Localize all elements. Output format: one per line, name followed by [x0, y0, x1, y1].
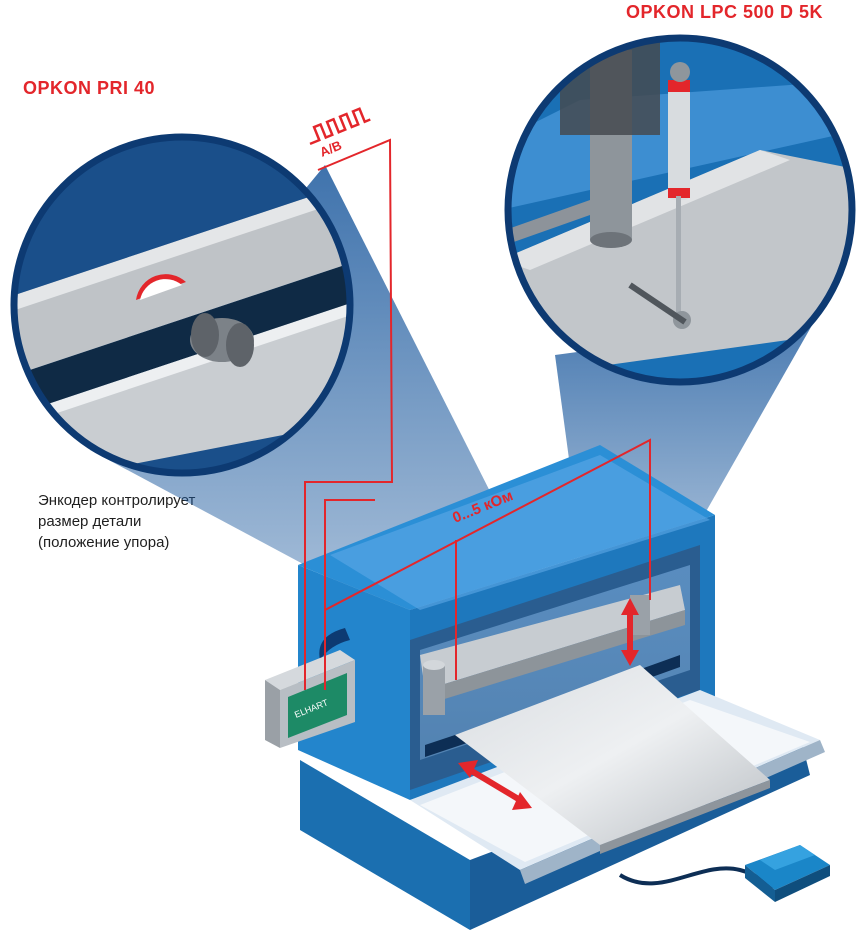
press-machine: ELHART: [265, 445, 830, 930]
encoder-zoom-circle: [10, 133, 354, 477]
caption-line-3: (положение упора): [38, 534, 170, 551]
vertical-arrow-icon: [621, 598, 639, 666]
double-arrow-icon: [458, 760, 532, 810]
controller-screen: [288, 673, 347, 738]
encoder-title: OPKON PRI 40: [23, 78, 156, 98]
square-wave-icon: [309, 107, 371, 146]
wiring: [304, 138, 651, 690]
signal-label: A/B: [318, 137, 344, 159]
sensor-title: OPKON LPC 500 D 5K: [626, 2, 824, 22]
encoder-caption: Энкодер контролирует размер детали (поло…: [38, 490, 195, 553]
caption-line-1: Энкодер контролирует: [38, 492, 196, 509]
sensor-zoom-circle: [504, 34, 856, 386]
sheet-metal-part: [455, 665, 770, 845]
caption-line-2: размер детали: [38, 513, 142, 530]
